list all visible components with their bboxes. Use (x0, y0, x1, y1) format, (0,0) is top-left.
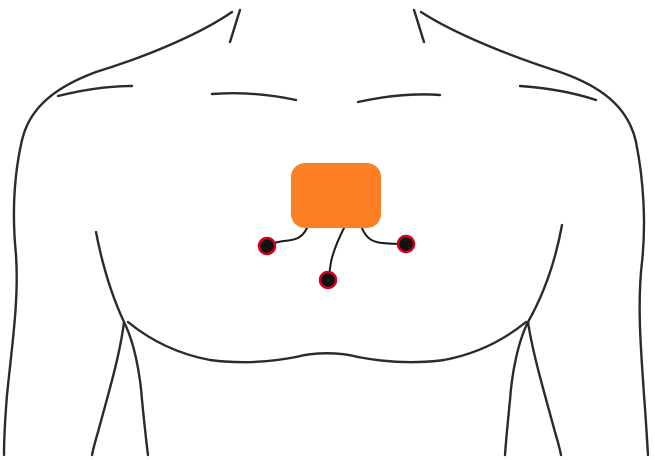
right-armpit-line (528, 322, 561, 455)
right-pectoral-line (358, 322, 526, 362)
right-shoulder-line (421, 12, 636, 142)
right-collarbone-line (358, 94, 440, 102)
left-deltoid-line (96, 232, 148, 455)
right-deltoid-line (505, 225, 562, 455)
sternum-line (296, 353, 358, 357)
left-shoulder-line (22, 12, 232, 140)
left-pectoral-line (128, 322, 296, 362)
right-arm-outer-line (636, 142, 648, 455)
left-armpit-line (92, 322, 124, 455)
left-shoulder-crease (58, 86, 132, 96)
right-shoulder-crease (520, 86, 596, 100)
monitor-device (291, 163, 381, 228)
electrode-center (320, 272, 336, 288)
neck-right-line (414, 10, 424, 42)
torso-outline (4, 10, 648, 455)
neck-left-line (230, 10, 240, 42)
lead-wires (268, 228, 406, 280)
electrode-right (398, 236, 414, 252)
left-collarbone-line (212, 93, 296, 100)
left-arm-outer-line (4, 140, 22, 455)
electrode-left (259, 238, 275, 254)
